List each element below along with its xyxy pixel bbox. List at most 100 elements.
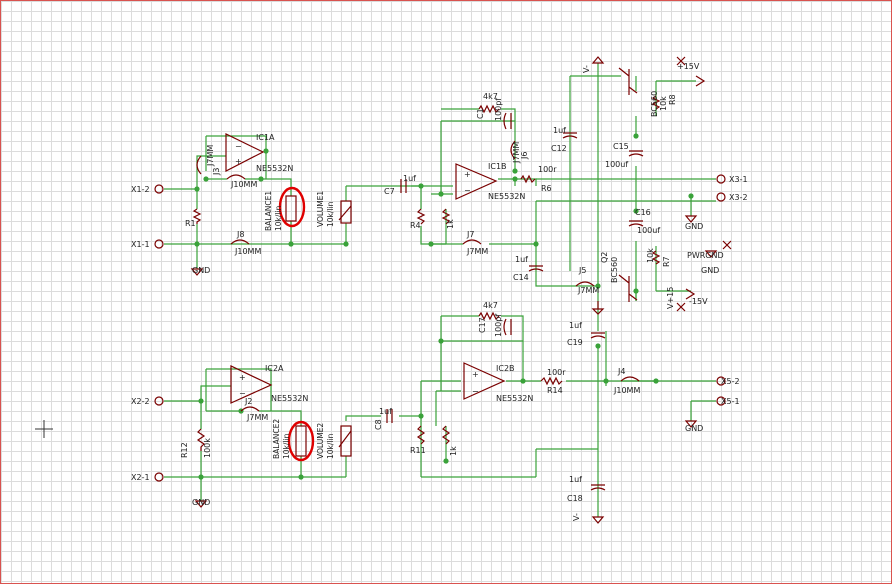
label-x1-2: X1-2 (131, 185, 150, 194)
label-j2: J2 (244, 397, 252, 406)
svg-text:−: − (235, 142, 242, 151)
label-p15v: +15V (677, 62, 700, 71)
opamp-ic2b[interactable]: + − (463, 362, 506, 400)
opamp-ic2a[interactable]: + − (230, 365, 273, 404)
label-pwrgnd: PWRGND (687, 251, 724, 260)
label-j5: J5 (578, 266, 586, 275)
label-c7-val: 1uf (403, 174, 416, 183)
svg-text:+: + (464, 170, 471, 179)
svg-text:−: − (464, 186, 471, 195)
label-4k7-a: 4k7 (483, 92, 498, 101)
label-r14-val: 100r (547, 368, 566, 377)
label-volume2-val: 10k/lin (326, 433, 335, 459)
resistors (192, 95, 661, 451)
label-r4-val: 1k (446, 219, 455, 229)
label-c17: C17 (478, 317, 487, 333)
label-c15-val: 100uf (605, 160, 628, 169)
label-gnd-pwr: GND (701, 266, 719, 275)
gnd-symbols (190, 56, 732, 524)
label-10k-b: 10k (646, 248, 655, 263)
label-ic2b-type: NE5532N (496, 394, 533, 403)
svg-text:+: + (239, 373, 246, 382)
label-c8: C8 (374, 419, 383, 430)
label-ic2b: IC2B (496, 364, 515, 373)
highlight-balance1 (278, 186, 306, 228)
opamp-ic1b[interactable]: + − (455, 163, 498, 200)
label-m15v: -15V (689, 297, 708, 306)
label-j3: J3 (212, 168, 221, 176)
label-c18: C18 (567, 494, 583, 503)
opamp-ic1a[interactable]: − + (225, 133, 265, 172)
label-j6: J6 (520, 152, 529, 160)
label-r12: R12 (180, 442, 189, 458)
crosshair-cursor (35, 420, 53, 438)
label-r12-val: 100k (203, 438, 212, 458)
label-j1-val: J10MM (230, 180, 257, 189)
label-10k-a: 10k (659, 96, 668, 111)
label-ic1b-type: NE5532N (488, 192, 525, 201)
highlight-balance2 (287, 420, 315, 462)
label-ic2a-type: NE5532N (271, 394, 308, 403)
label-x3-1: X3-1 (729, 175, 748, 184)
junction-dots (194, 133, 694, 480)
label-gnd-x5: GND (685, 424, 703, 433)
label-vm-top: V- (582, 65, 591, 73)
label-c15: C15 (613, 142, 629, 151)
label-r14: R14 (547, 386, 563, 395)
label-vp15: V+15 (666, 287, 675, 309)
label-4k7-b: 4k7 (483, 301, 498, 310)
jumpers (196, 140, 640, 412)
label-c16: C16 (635, 208, 651, 217)
label-balance1: BALANCE1 (264, 191, 273, 231)
label-c16-val: 100uf (637, 226, 660, 235)
label-x1-1: X1-1 (131, 240, 150, 249)
label-gnd-x3: GND (685, 222, 703, 231)
label-balance2-val: 10k/lin (282, 433, 291, 459)
label-c14: C14 (513, 273, 529, 282)
label-x5-2: X5-2 (721, 377, 740, 386)
label-q2-ref: Q2 (600, 252, 609, 263)
label-r1: R1 (185, 219, 196, 228)
label-c12: C12 (551, 144, 567, 153)
label-c7: C7 (384, 187, 395, 196)
label-c14-val: 1uf (515, 255, 528, 264)
label-volume2: VOLUME2 (316, 423, 325, 459)
label-c8-val: 1uf (379, 407, 392, 416)
label-r6-val: 100r (538, 165, 557, 174)
label-j3-val: J7MM (206, 145, 215, 167)
label-q1: BC560 (650, 91, 659, 117)
label-x2-1: X2-1 (131, 473, 150, 482)
label-j2-val: J7MM (246, 413, 268, 422)
svg-text:−: − (239, 389, 246, 398)
label-r6: R6 (541, 184, 552, 193)
potentiometers (285, 195, 352, 457)
label-x2-2: X2-2 (131, 397, 150, 406)
transistors (618, 67, 638, 302)
capacitors (386, 112, 644, 491)
label-q2: BC560 (610, 257, 619, 283)
label-balance2: BALANCE2 (272, 419, 281, 459)
label-c19: C19 (567, 338, 583, 347)
label-j7-val: J7MM (466, 247, 488, 256)
svg-text:+: + (235, 157, 242, 166)
label-volume1-val: 10k/lin (326, 201, 335, 227)
label-x3-2: X3-2 (729, 193, 748, 202)
label-j8: J8 (236, 230, 244, 239)
label-gnd-x1: GND (192, 266, 210, 275)
label-j4-val: J10MM (613, 386, 640, 395)
label-volume1: VOLUME1 (316, 191, 325, 227)
label-ic1b: IC1B (488, 162, 507, 171)
label-x5-1: X5-1 (721, 397, 740, 406)
label-j8-val: J10MM (234, 247, 261, 256)
label-j6-val: J7MM (512, 142, 521, 164)
label-r4: R4 (410, 221, 421, 230)
label-vm-bot: V- (572, 513, 581, 521)
connector-pads[interactable] (154, 174, 726, 482)
label-c17-val: 100pf (494, 314, 503, 337)
label-ic2a: IC2A (265, 364, 284, 373)
label-c1-val: 100pf (494, 98, 503, 121)
label-c19-val: 1uf (569, 321, 582, 330)
label-ic1a: IC1A (256, 133, 275, 142)
